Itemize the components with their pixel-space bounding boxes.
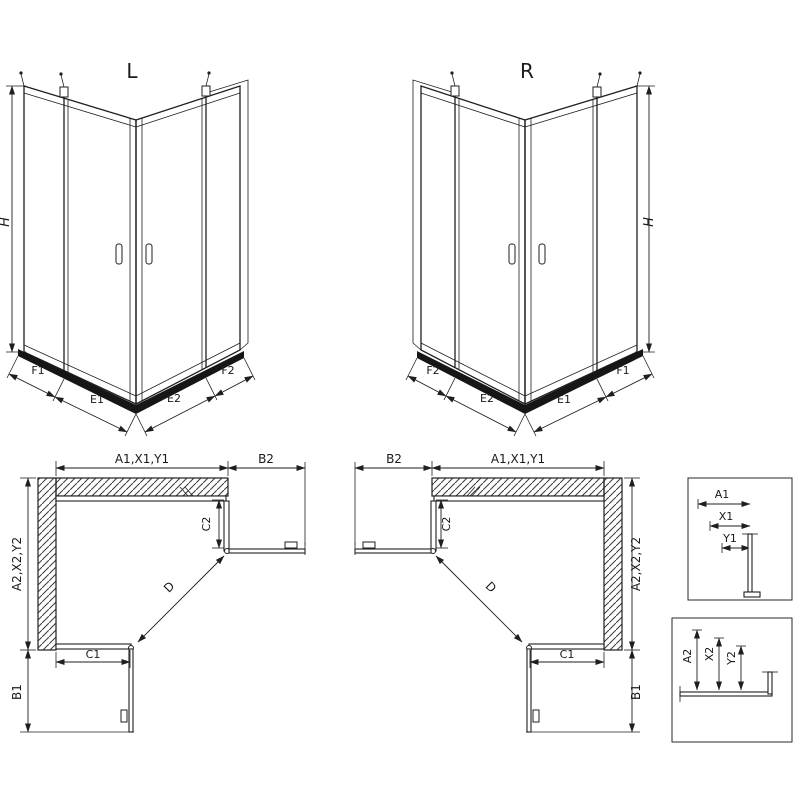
glass-profile-section: [747, 533, 753, 593]
diagonal-label: D: [483, 579, 499, 595]
return-panel-c2: [430, 500, 437, 552]
door-open-left: [354, 548, 432, 554]
door-handle: [284, 541, 298, 549]
fixed-label: C1: [560, 648, 575, 661]
dim-bottom-right-slant: E1 F1: [524, 355, 655, 437]
detail-frame: [671, 617, 793, 743]
segment-label: E2: [167, 392, 181, 405]
dim-d-diagonal: D: [435, 555, 523, 643]
fixed-glass-top: [55, 495, 227, 502]
fixed-label: C1: [86, 648, 101, 661]
door-open-bottom: [526, 648, 532, 733]
width-label: A1,X1,Y1: [491, 452, 545, 466]
bar-label: B2: [258, 452, 274, 466]
dim-a1-top: A1,X1,Y1 B2: [354, 452, 605, 545]
dim-height-right: H: [635, 85, 657, 353]
building-wall-top: [55, 477, 229, 497]
door-handle: [115, 243, 123, 265]
dim-height-left: H: [0, 85, 26, 353]
depth-label: A2,X2,Y2: [629, 537, 643, 591]
top-bracket: [201, 71, 211, 97]
width-label: A1,X1,Y1: [115, 452, 169, 466]
top-bracket: [19, 71, 25, 87]
detail-view-top: A1 X1 Y1: [687, 477, 793, 601]
bar-label: B2: [386, 452, 402, 466]
dim-c1: C1: [529, 648, 605, 668]
door-handle: [538, 243, 546, 265]
detail-label: Y1: [722, 532, 737, 545]
height-label-right: H: [642, 217, 657, 227]
segment-label: E1: [90, 393, 104, 406]
door-handle: [532, 709, 540, 723]
segment-label: F2: [221, 364, 234, 377]
building-wall-left: [37, 477, 57, 651]
enclosure-right: [412, 71, 643, 414]
depth-label: A2,X2,Y2: [10, 537, 24, 591]
detail-label: X2: [703, 647, 716, 662]
detail-label: A1: [715, 488, 730, 501]
dim-c2: C2: [436, 499, 453, 549]
door-proj-label: B1: [10, 684, 24, 700]
top-bracket: [636, 71, 642, 87]
profile-foot: [743, 591, 761, 598]
segment-label: E2: [480, 392, 494, 405]
segment-label: F1: [616, 364, 629, 377]
dim-d-diagonal: D: [137, 555, 225, 643]
side-panel-edge: [205, 79, 249, 351]
door-open-bottom: [128, 648, 134, 733]
view-label-left: L: [126, 59, 138, 83]
enclosure-left: [18, 71, 249, 414]
shower-tray: [18, 349, 244, 414]
dim-bottom-left-slant: F2 E2: [405, 357, 526, 437]
top-bracket: [592, 72, 602, 98]
dim-c1: C1: [55, 648, 131, 668]
dim-b1-right: B1: [526, 649, 643, 733]
detail-label: A2: [681, 649, 694, 664]
dim-bottom-right-slant: E2 F2: [135, 357, 256, 437]
plan-view-right: A1,X1,Y1 B2 A2,X2,Y2 B1: [354, 452, 643, 733]
dim-b1-left: B1: [10, 649, 134, 733]
shower-tray: [417, 349, 643, 414]
dim-a2-left: A2,X2,Y2: [10, 477, 36, 651]
view-label-right: R: [520, 59, 534, 83]
door-handle: [145, 243, 153, 265]
detail-label: X1: [719, 510, 734, 523]
height-label-left: H: [0, 217, 13, 227]
detail-label: Y2: [725, 651, 738, 666]
segment-label: E1: [557, 393, 571, 406]
profile-foot: [767, 671, 773, 695]
segment-label: F2: [426, 364, 439, 377]
return-panel-c2: [223, 500, 230, 552]
fixed-glass-top: [433, 495, 605, 502]
dim-c2: C2: [200, 499, 224, 549]
glass-profile-section: [679, 691, 773, 697]
detail-frame: [687, 477, 793, 601]
building-wall-right: [603, 477, 623, 651]
return-label: C2: [200, 517, 213, 532]
segment-label: F1: [31, 364, 44, 377]
top-bracket: [450, 71, 460, 97]
dim-a1-top: A1,X1,Y1 B2: [55, 452, 306, 545]
perspective-view-right: R H: [405, 59, 657, 437]
door-open-right: [228, 548, 306, 554]
door-handle: [508, 243, 516, 265]
detail-view-bottom: A2 X2 Y2: [671, 617, 793, 743]
plan-view-left: A1,X1,Y1 B2 A2,X2,Y2 B1: [10, 452, 306, 733]
top-bracket: [59, 72, 69, 98]
return-label: C2: [440, 517, 453, 532]
door-handle: [120, 709, 128, 723]
door-proj-label: B1: [629, 684, 643, 700]
dim-bottom-left-slant: F1 E1: [6, 355, 137, 437]
dim-a2-right: A2,X2,Y2: [624, 477, 643, 651]
diagonal-label: D: [161, 579, 177, 595]
door-handle: [362, 541, 376, 549]
building-wall-top: [431, 477, 605, 497]
perspective-view-left: L H: [0, 59, 256, 437]
side-panel-edge: [412, 79, 456, 351]
